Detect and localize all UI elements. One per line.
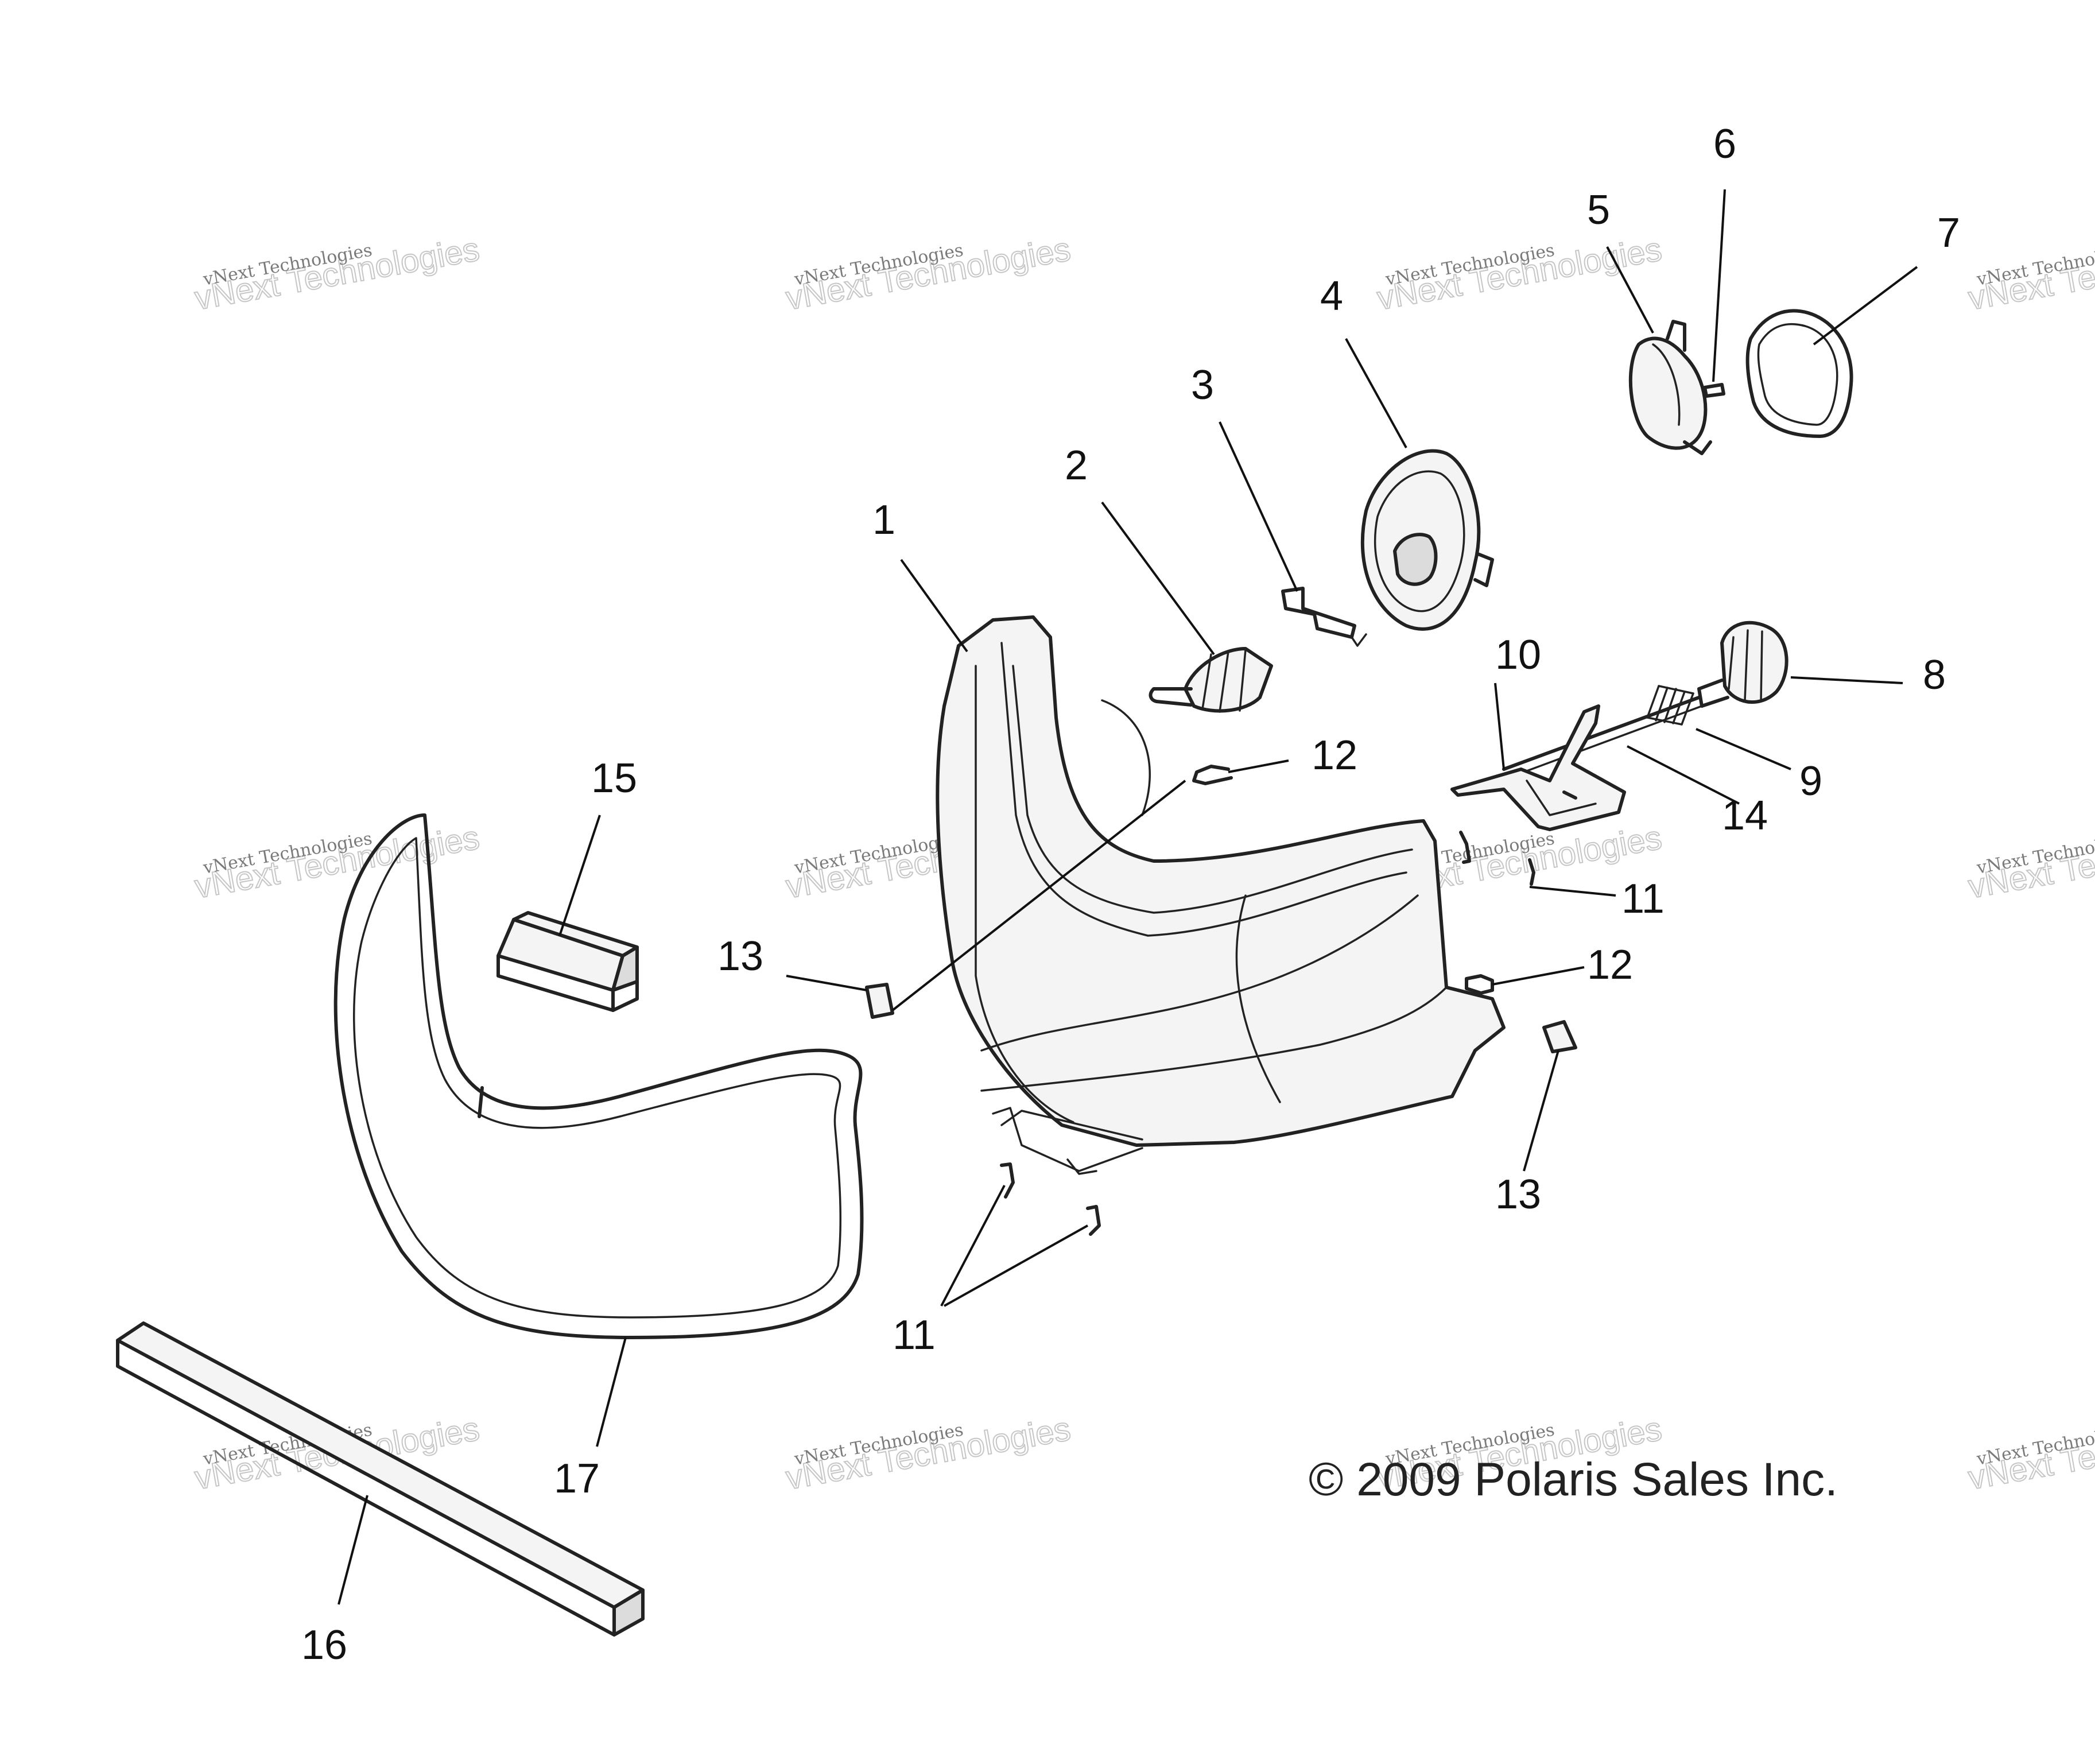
leader-13-left-to-bulb (891, 780, 1186, 1011)
part-17-seal (333, 813, 864, 1339)
leader-lines (337, 189, 1918, 1605)
watermark-5: vNext Technologies vNext Technologies (191, 818, 483, 906)
callout-10: 10 (1495, 632, 1541, 678)
callout-6: 6 (1713, 121, 1736, 167)
watermark-12: vNext Technologies vNext Technologies (1965, 1409, 2095, 1497)
leader-1 (900, 559, 968, 653)
part-13-clips (865, 983, 1577, 1053)
callout-14: 14 (1722, 793, 1768, 839)
part-10-bracket (1450, 704, 1626, 831)
callout-5: 5 (1587, 187, 1610, 233)
part-6-screw (1703, 383, 1725, 398)
screw-11-left (1000, 1162, 1015, 1199)
watermark-8: vNext Technologies vNext Technologies (1965, 818, 2095, 906)
leader-4 (1345, 338, 1407, 448)
leader-10 (1494, 683, 1505, 770)
callout-13-left: 13 (717, 933, 763, 979)
leader-8 (1790, 676, 1903, 684)
leader-14 (1627, 745, 1740, 805)
callout-11-right: 11 (1621, 876, 1665, 922)
leader-11-left-a (940, 1185, 1006, 1306)
callout-12-upper: 12 (1312, 732, 1357, 778)
watermark-2: vNext Technologies vNext Technologies (782, 230, 1074, 317)
part-8-adjuster-knob (1697, 621, 1788, 708)
callout-17: 17 (554, 1456, 600, 1502)
watermark-4: vNext Technologies vNext Technologies (1965, 230, 2095, 317)
callout-13-right: 13 (1495, 1172, 1541, 1218)
callout-16: 16 (301, 1622, 347, 1668)
leader-13-left (786, 975, 867, 991)
part-1-headlight-housing (936, 615, 1506, 1175)
part-2-bulb (1149, 647, 1273, 713)
callout-7: 7 (1937, 210, 1960, 256)
callout-8: 8 (1923, 652, 1946, 698)
callout-4: 4 (1320, 273, 1343, 319)
leader-12-lower (1492, 966, 1585, 986)
copyright-notice: © 2009 Polaris Sales Inc. (1309, 1453, 1838, 1506)
part-4-dust-cap (1360, 449, 1494, 631)
leader-6 (1712, 189, 1726, 382)
leader-11-left-b (944, 1224, 1088, 1307)
clip-13-left (865, 983, 894, 1019)
callout-11-left: 11 (893, 1312, 936, 1358)
callout-15: 15 (591, 755, 637, 801)
screw-11-upper-right (1459, 831, 1471, 864)
part-3-spring-clip (1281, 587, 1367, 647)
leader-7 (1813, 266, 1918, 346)
watermark-3: vNext Technologies vNext Technologies (1374, 230, 1665, 317)
watermark-1: vNext Technologies vNext Technologies (191, 230, 483, 317)
watermark-10: vNext Technologies vNext Technologies (782, 1409, 1074, 1497)
leader-3 (1219, 421, 1298, 592)
leader-16 (337, 1495, 368, 1605)
part-9-spring (1646, 685, 1694, 726)
leader-15 (558, 815, 601, 936)
bolt-12-upper (1192, 765, 1233, 785)
callout-2: 2 (1065, 443, 1088, 489)
bolt-12-lower (1465, 974, 1494, 995)
callout-9: 9 (1799, 758, 1822, 804)
leader-17 (596, 1337, 627, 1447)
part-5-socket-cover (1628, 320, 1712, 455)
leader-5 (1606, 246, 1654, 334)
part-12-bolts (1192, 765, 1494, 995)
callout-3: 3 (1191, 362, 1214, 408)
screw-11-bottom (1086, 1205, 1101, 1236)
callout-1: 1 (872, 497, 895, 543)
leader-11-right (1529, 886, 1616, 897)
screw-11-right (1528, 858, 1535, 886)
leader-13-right (1523, 1050, 1559, 1172)
leader-2 (1101, 501, 1215, 656)
part-7-gasket (1745, 309, 1853, 438)
part-14-adjuster-rod (1502, 696, 1703, 780)
leader-12-upper (1228, 759, 1289, 773)
leader-9 (1696, 728, 1791, 770)
part-15-foam-block (496, 911, 639, 1012)
clip-13-right (1542, 1020, 1577, 1053)
callout-12-lower: 12 (1587, 942, 1633, 988)
callouts: 1 2 3 4 5 6 7 8 9 10 11 11 12 12 13 13 1… (301, 121, 1960, 1668)
part-11-screws (1000, 831, 1535, 1236)
